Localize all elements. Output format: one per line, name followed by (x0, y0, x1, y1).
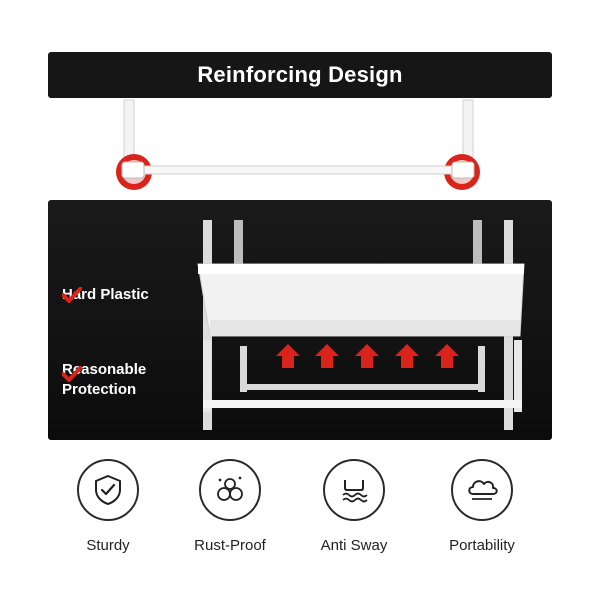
feature-hard-plastic: Hard Plastic (62, 285, 149, 305)
rack-detail-illustration (197, 220, 525, 430)
feature-portability: Portability (422, 455, 542, 554)
feature-label: Hard Plastic (62, 286, 149, 303)
feature-icons-row: Sturdy Rust-Proof Anti Sway (0, 455, 600, 575)
shield-check-icon (77, 459, 139, 521)
red-check-icon (62, 366, 82, 382)
feature-reasonable-protection: Reasonable Protection (62, 360, 146, 400)
feature-label-line2: Protection (62, 381, 137, 398)
cloud-icon (451, 459, 513, 521)
feature-label: Anti Sway (320, 537, 388, 554)
stable-waves-icon (323, 459, 385, 521)
feature-anti-sway: Anti Sway (294, 455, 414, 554)
detail-panel: Hard Plastic Reasonable Protection (48, 200, 552, 440)
reinforcing-design-banner: Reinforcing Design (48, 52, 552, 98)
rack-bar-illustration (116, 99, 480, 190)
rust-bubbles-icon (199, 459, 261, 521)
feature-label: Sturdy (86, 537, 130, 554)
feature-label-line1: Reasonable (62, 361, 147, 378)
feature-rust-proof: Rust-Proof (170, 455, 290, 554)
feature-label: Rust-Proof (194, 537, 266, 554)
red-check-icon (62, 287, 82, 303)
banner-title: Reinforcing Design (197, 62, 403, 87)
feature-label: Portability (449, 537, 515, 554)
feature-sturdy: Sturdy (48, 455, 168, 554)
